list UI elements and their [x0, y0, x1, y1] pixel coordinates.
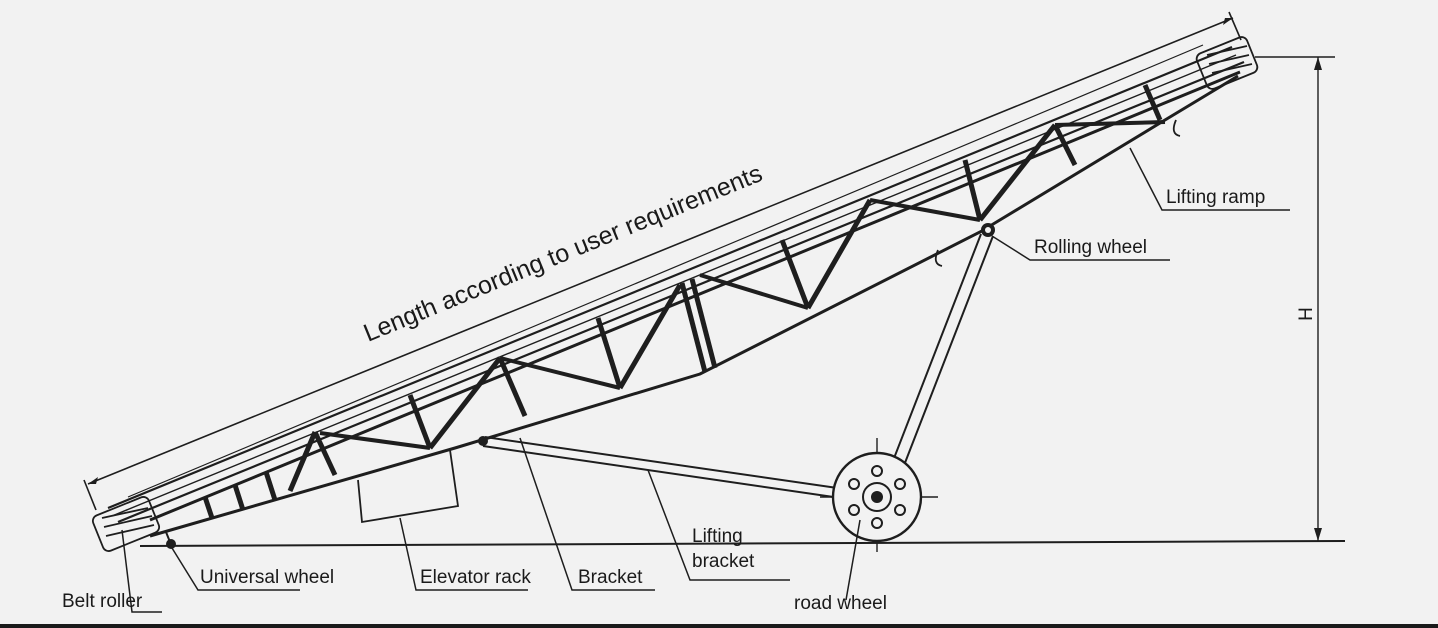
leader-lines — [121, 147, 1290, 613]
lifting-strut — [883, 233, 994, 487]
leader-rolling-wheel — [991, 235, 1170, 261]
road-wheel — [820, 438, 938, 552]
belt-roller-drum — [91, 496, 161, 552]
leader-bracket — [519, 437, 655, 591]
leader-universal-wheel — [171, 547, 300, 591]
truss-hooks — [934, 119, 1181, 267]
label-elevator-rack: Elevator rack — [420, 567, 531, 588]
bracket-pivot — [478, 436, 488, 446]
rolling-wheel — [981, 223, 995, 237]
length-caption: Length according to user requirements — [360, 159, 767, 347]
label-road-wheel: road wheel — [794, 593, 887, 614]
leader-belt-roller — [121, 529, 162, 613]
label-lifting-ramp: Lifting ramp — [1166, 187, 1265, 208]
label-belt-roller: Belt roller — [62, 591, 143, 612]
universal-wheel — [165, 531, 176, 549]
height-symbol: H — [1296, 307, 1317, 321]
leader-lifting-bracket — [647, 469, 790, 581]
elevator-rack-box — [357, 449, 460, 524]
belt-surface — [107, 44, 1245, 524]
label-lifting-bracket-line1: Lifting — [692, 526, 743, 547]
bottom-border — [0, 624, 1438, 628]
truss-bottom-chord — [149, 74, 1239, 538]
lifting-bracket-arm — [482, 436, 873, 503]
leader-road-wheel — [845, 519, 861, 601]
label-bracket: Bracket — [578, 567, 643, 588]
height-dimension — [1255, 56, 1335, 541]
label-universal-wheel: Universal wheel — [200, 567, 334, 588]
ground-line — [139, 540, 1346, 547]
head-pulley — [1195, 36, 1259, 90]
leader-lifting-ramp — [1129, 147, 1290, 211]
label-rolling-wheel: Rolling wheel — [1034, 237, 1147, 258]
length-dimension — [83, 11, 1242, 511]
leader-elevator-rack — [399, 517, 528, 591]
truss-members — [202, 84, 1166, 519]
label-lifting-bracket-line2: bracket — [692, 551, 755, 572]
